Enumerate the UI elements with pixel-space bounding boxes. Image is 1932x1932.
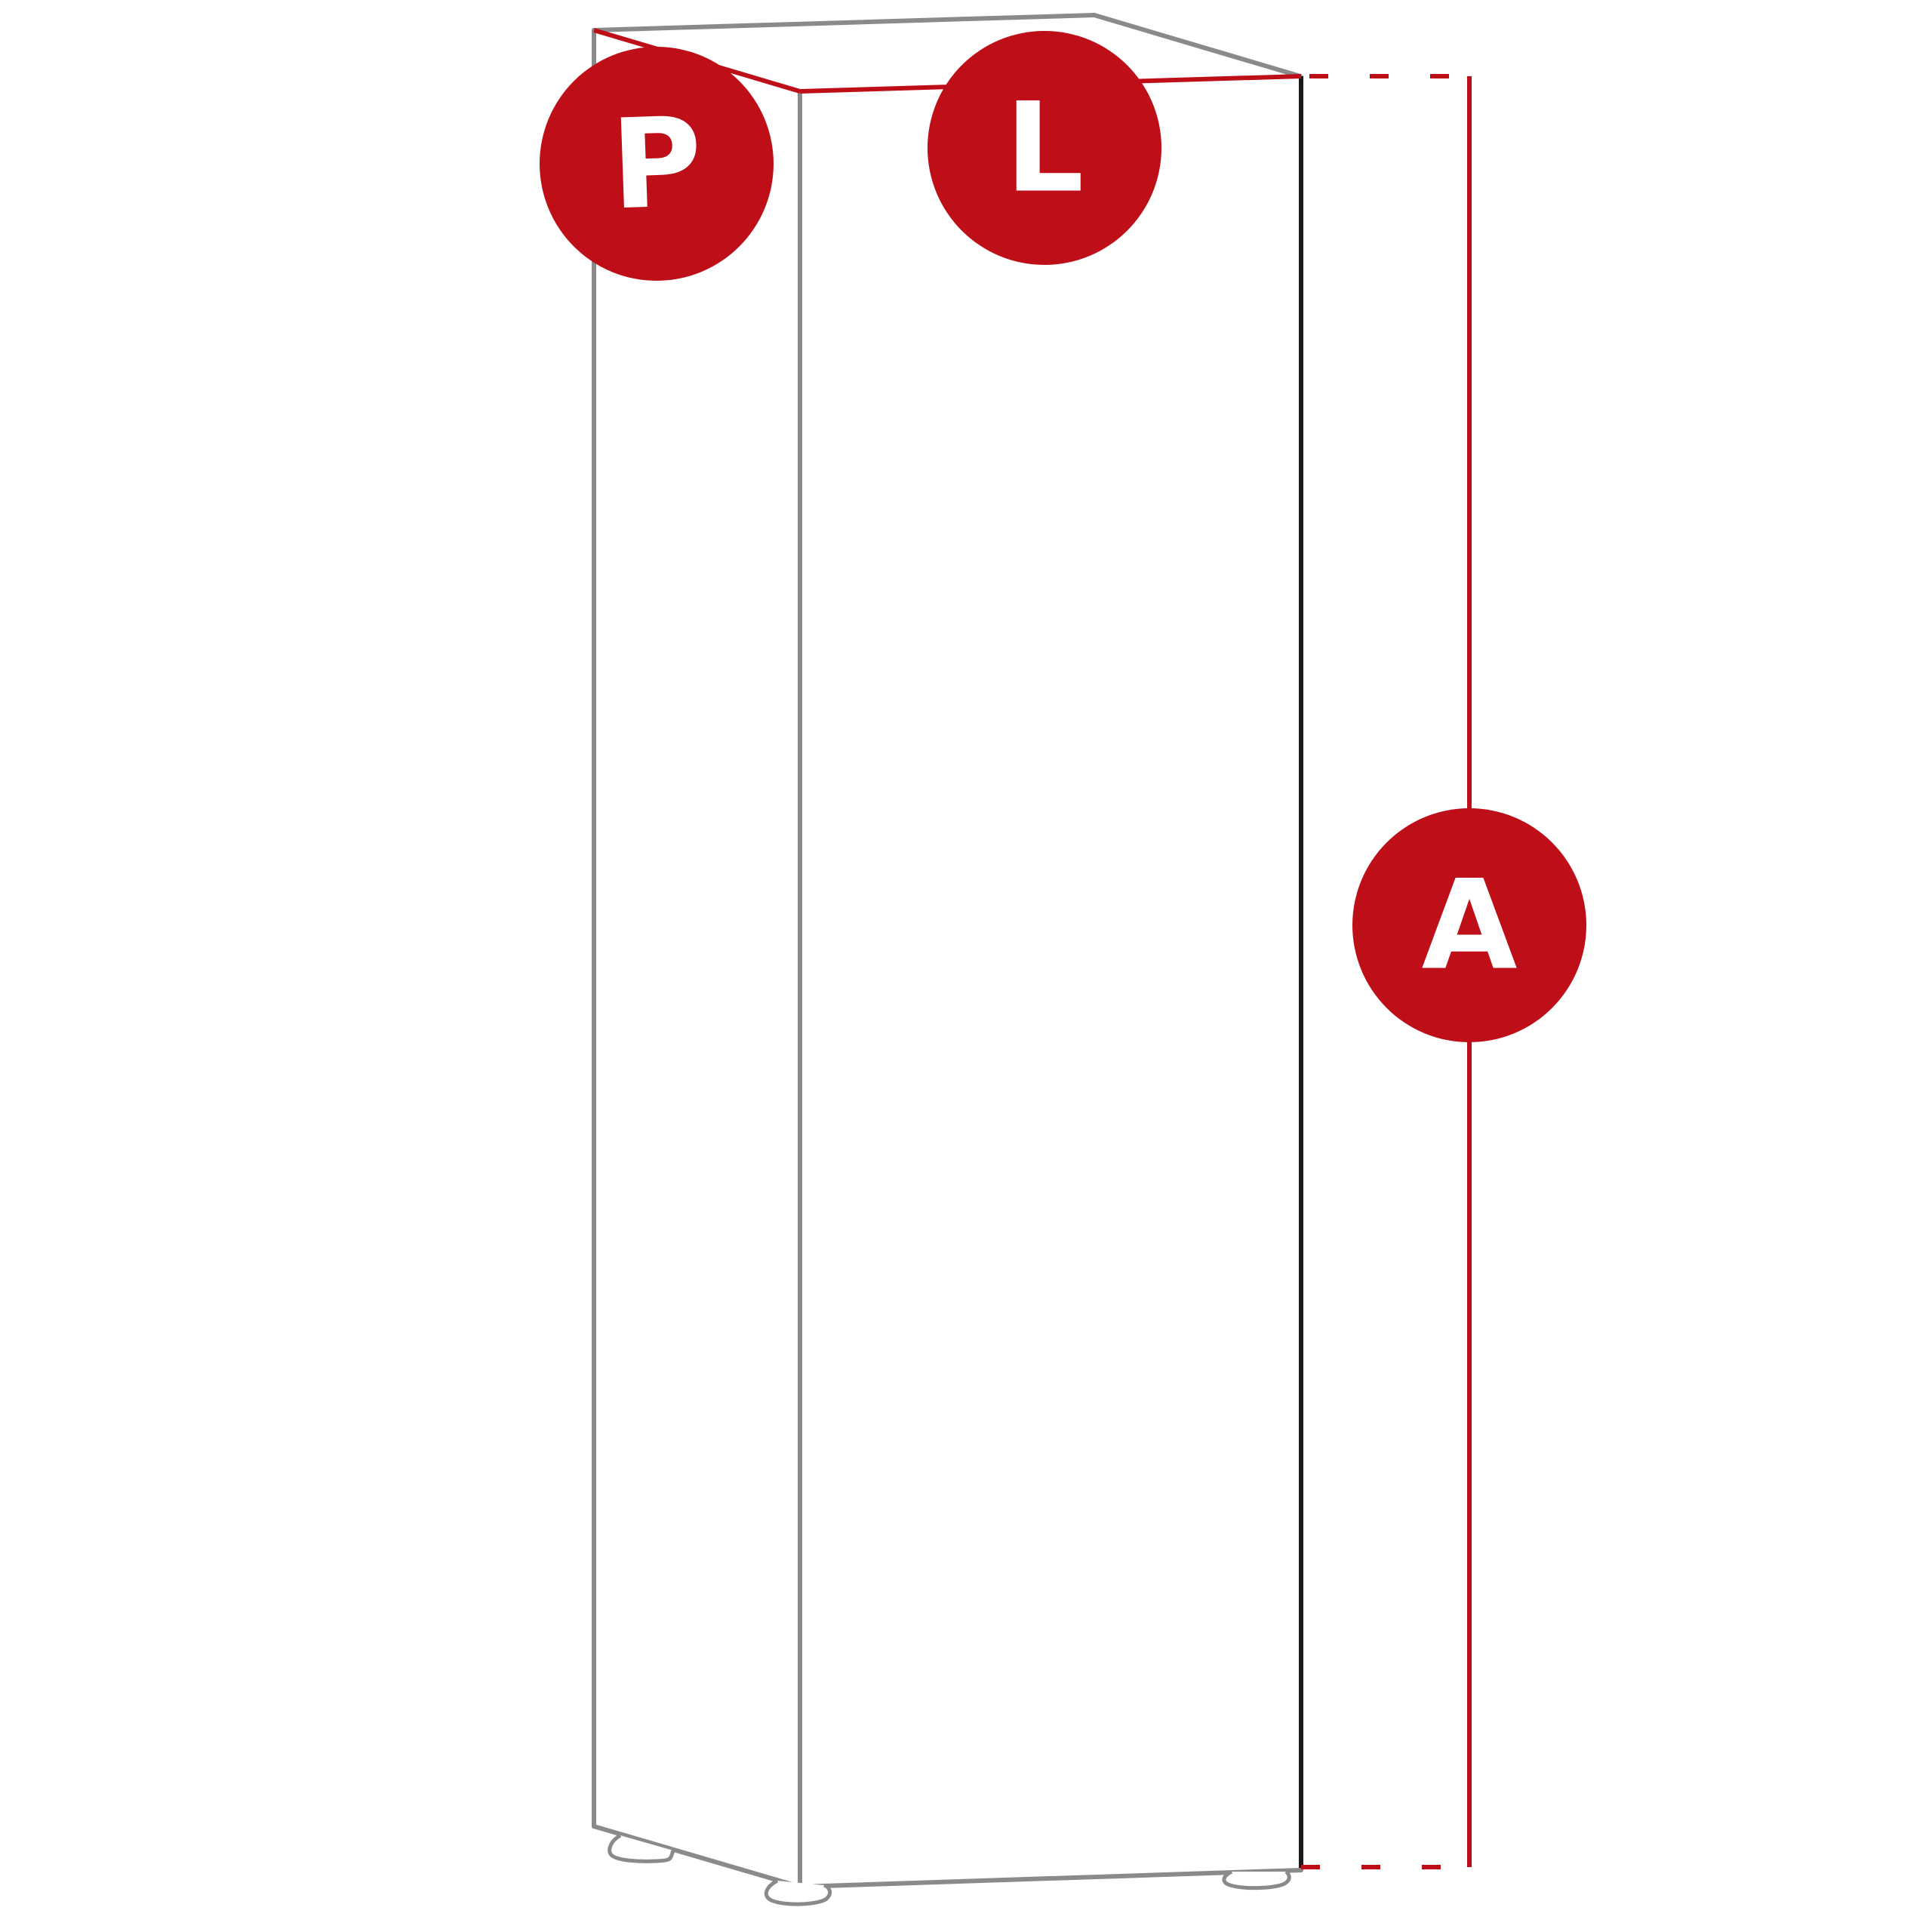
height-badge: A — [1352, 808, 1586, 1042]
width-label: L — [1005, 76, 1084, 220]
cabinet-outline — [592, 13, 1303, 1889]
depth-badge-circle — [540, 47, 774, 281]
width-badge-circle — [928, 31, 1161, 265]
foot-front-right — [1222, 1869, 1291, 1890]
foot-back-left — [608, 1833, 675, 1863]
top-back-left-edge — [592, 13, 1097, 32]
depth-badge: P — [540, 47, 774, 281]
width-badge: L — [928, 31, 1161, 265]
top-back-right-edge — [1092, 13, 1303, 78]
bottom-left-edge — [592, 1824, 802, 1889]
depth-label: P — [609, 90, 705, 237]
bottom-front-edge — [798, 1868, 1303, 1889]
height-badge-circle — [1352, 808, 1586, 1042]
foot-front-left — [764, 1878, 832, 1906]
height-label: A — [1422, 854, 1518, 998]
cabinet-feet — [608, 1833, 1291, 1906]
